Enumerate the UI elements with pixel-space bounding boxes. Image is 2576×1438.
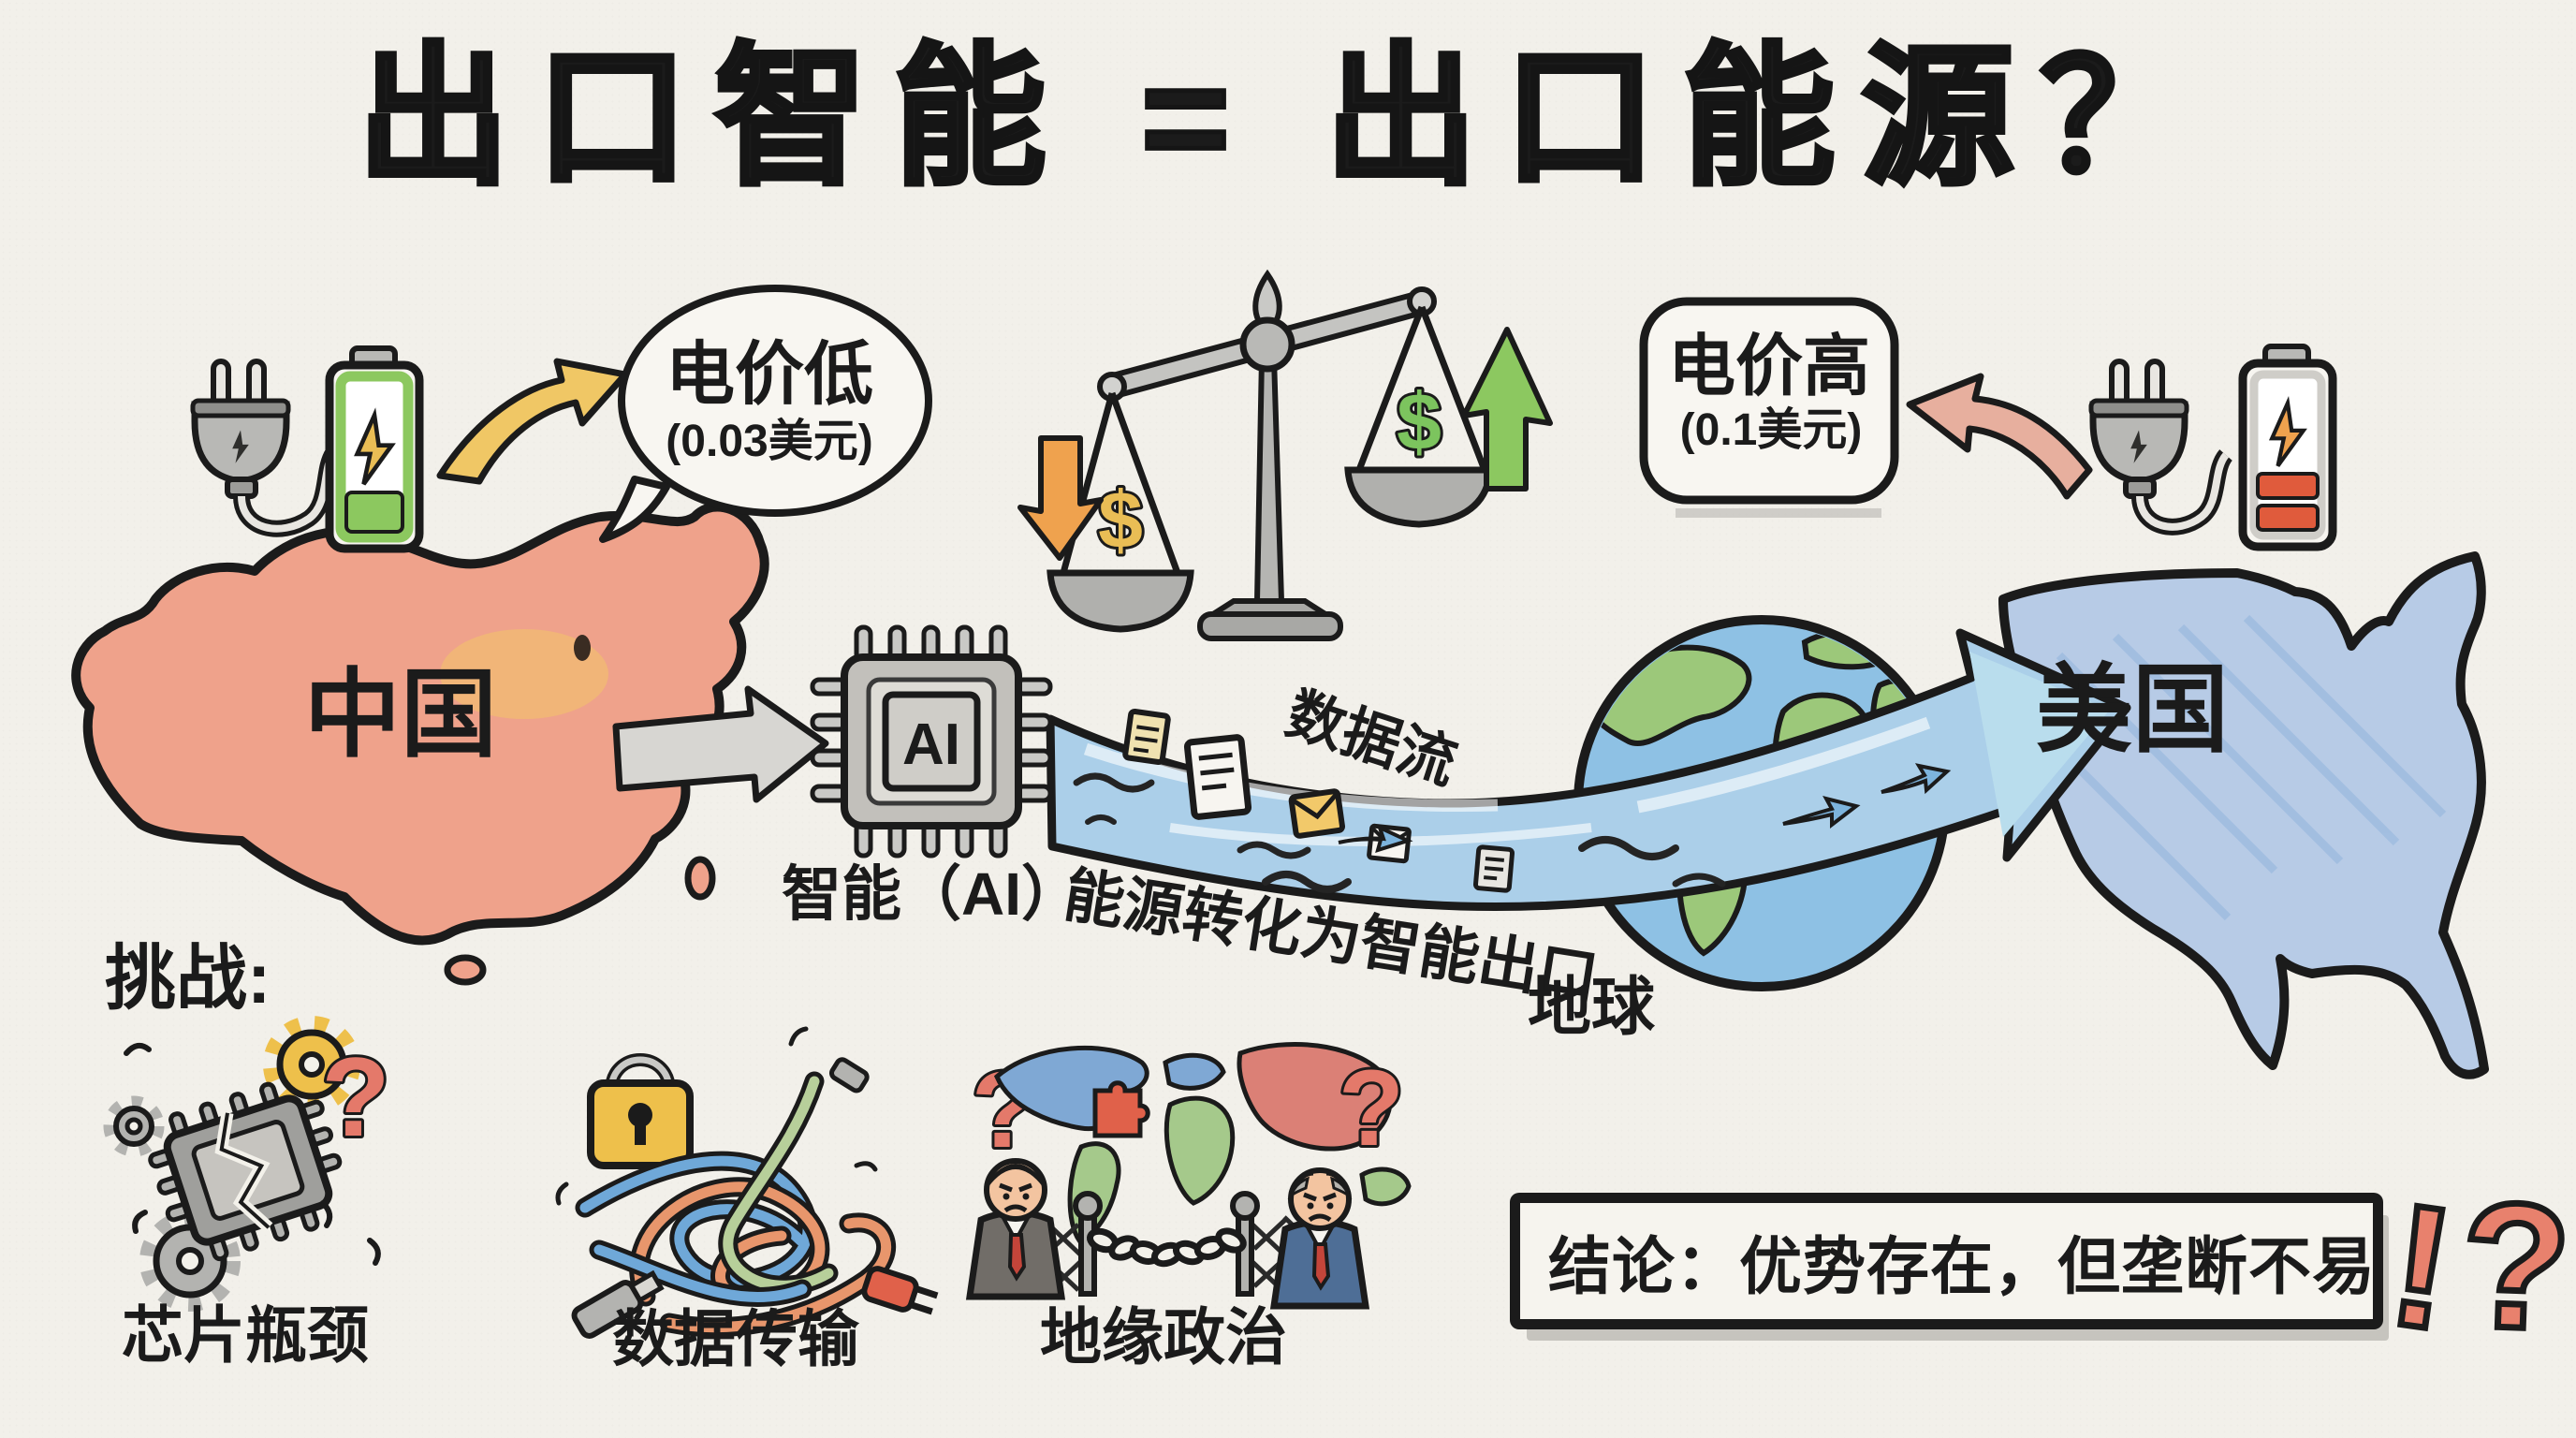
- chip-bottleneck-icon: ?: [103, 1016, 393, 1312]
- document-icon: [1122, 708, 1171, 766]
- price-low-label: 电价低: [666, 335, 873, 413]
- geopolitics-icon: ?: [965, 1042, 1412, 1310]
- price-high-value: (0.1美元): [1679, 405, 1863, 455]
- chain-icon: [1086, 1227, 1247, 1268]
- up-arrow-icon: [1461, 327, 1553, 492]
- plug-stem: [225, 477, 258, 499]
- balance-scale-icon: $ $: [1017, 269, 1553, 641]
- china-map: [71, 502, 769, 986]
- keyhole: [628, 1103, 652, 1127]
- envelope-icon: [1288, 788, 1346, 839]
- challenge-label-data: 数据传输: [612, 1304, 859, 1373]
- stream-flow-arrows: [1338, 763, 1952, 853]
- fence-post-ball: [1073, 1191, 1103, 1221]
- hainan-island: [444, 954, 487, 986]
- conclusion-box: 结论：优势存在，但垄断不易: [1510, 1193, 2383, 1329]
- tangled-wires: [575, 1071, 897, 1338]
- china-terrain-patch: [440, 629, 608, 719]
- challenge-label-chip: 芯片瓶颈: [122, 1300, 369, 1370]
- price-low-value: (0.03美元): [666, 417, 873, 466]
- price-high-bubble: [1639, 297, 2093, 518]
- spark-marks: [555, 1026, 878, 1206]
- china-energy-cluster: [190, 345, 629, 553]
- scale-pivot: [1239, 316, 1295, 373]
- down-arrow-icon: [1017, 435, 1104, 561]
- usb-plug-icon: [571, 1269, 665, 1339]
- scale-post: [1253, 355, 1285, 604]
- challenge-label-geo: 地缘政治: [1040, 1302, 1287, 1372]
- price-high-label: 电价高: [1667, 330, 1871, 404]
- curved-arrow-yellow-icon: [436, 358, 629, 485]
- battery-charge-bar: [2256, 504, 2320, 532]
- businessman-left: [965, 1158, 1066, 1300]
- wire-end: [828, 1057, 870, 1093]
- dollar-high-icon: $: [1397, 377, 1442, 467]
- challenges-heading: 挑战:: [105, 939, 271, 1019]
- question-mark-icon: ?: [2455, 1163, 2576, 1372]
- usa-shape: [1998, 551, 2489, 1079]
- usa-label: 美国: [2036, 655, 2229, 764]
- document-icon: [1183, 734, 1252, 820]
- curved-arrow-pink-icon: [1906, 373, 2093, 500]
- question-mark-icon: ?: [321, 1034, 389, 1160]
- plug-stem: [2123, 477, 2157, 499]
- data-stream: [1046, 628, 2131, 912]
- question-mark-icon: ?: [1339, 1049, 1404, 1168]
- chip-label: AI: [902, 712, 960, 777]
- power-cable-core: [2136, 452, 2230, 531]
- businessman-right: [1269, 1167, 1370, 1310]
- fence-post: [1236, 1211, 1254, 1297]
- left-pan: [1046, 569, 1194, 633]
- document-icon: [1472, 844, 1515, 893]
- stream-arrowhead: [1969, 652, 2110, 837]
- bubble-low-shape: [618, 285, 932, 517]
- bubble-high-shape: [1639, 297, 1899, 505]
- stream-squiggles: [1073, 772, 1726, 893]
- right-pan: [1344, 466, 1494, 528]
- chip-core: [882, 691, 981, 792]
- usa-map: [1998, 551, 2489, 1079]
- battery-charge-bar: [344, 491, 404, 534]
- battery-charge-bar: [2256, 472, 2320, 500]
- plug-collar: [2088, 398, 2189, 418]
- china-label: 中国: [304, 660, 497, 769]
- china-map-dot: [574, 635, 591, 661]
- lock-shackle-core: [607, 1056, 673, 1092]
- conclusion-text: 结论：优势存在，但垄断不易: [1548, 1231, 2376, 1302]
- china-shape: [71, 502, 769, 946]
- fence-post-ball: [1230, 1191, 1260, 1221]
- ai-caption: 智能（AI）: [782, 860, 1081, 928]
- page-title: 出口智能 = 出口能源？: [355, 31, 2219, 203]
- keyhole-slot: [635, 1121, 646, 1145]
- bubble-low-tail: [599, 476, 670, 543]
- scale-base: [1197, 611, 1343, 641]
- power-plug-icon: [861, 1266, 939, 1315]
- shake-marks: [124, 1042, 381, 1266]
- broken-chip: [148, 1081, 343, 1262]
- fence-post: [1078, 1211, 1097, 1297]
- plug-collar: [190, 398, 291, 418]
- earth-label: 地球: [1527, 972, 1656, 1043]
- dollar-low-icon: $: [1098, 476, 1143, 565]
- gray-arrow-icon: [612, 685, 829, 803]
- data-transfer-icon: ?: [555, 1026, 1040, 1339]
- price-low-bubble: [599, 285, 932, 543]
- right-pan-strings: [1355, 305, 1488, 472]
- taiwan-island: [684, 856, 716, 901]
- gear-icon: [103, 1095, 165, 1157]
- usa-energy-cluster: [2088, 344, 2337, 551]
- ai-chip-icon: AI: [810, 624, 1053, 858]
